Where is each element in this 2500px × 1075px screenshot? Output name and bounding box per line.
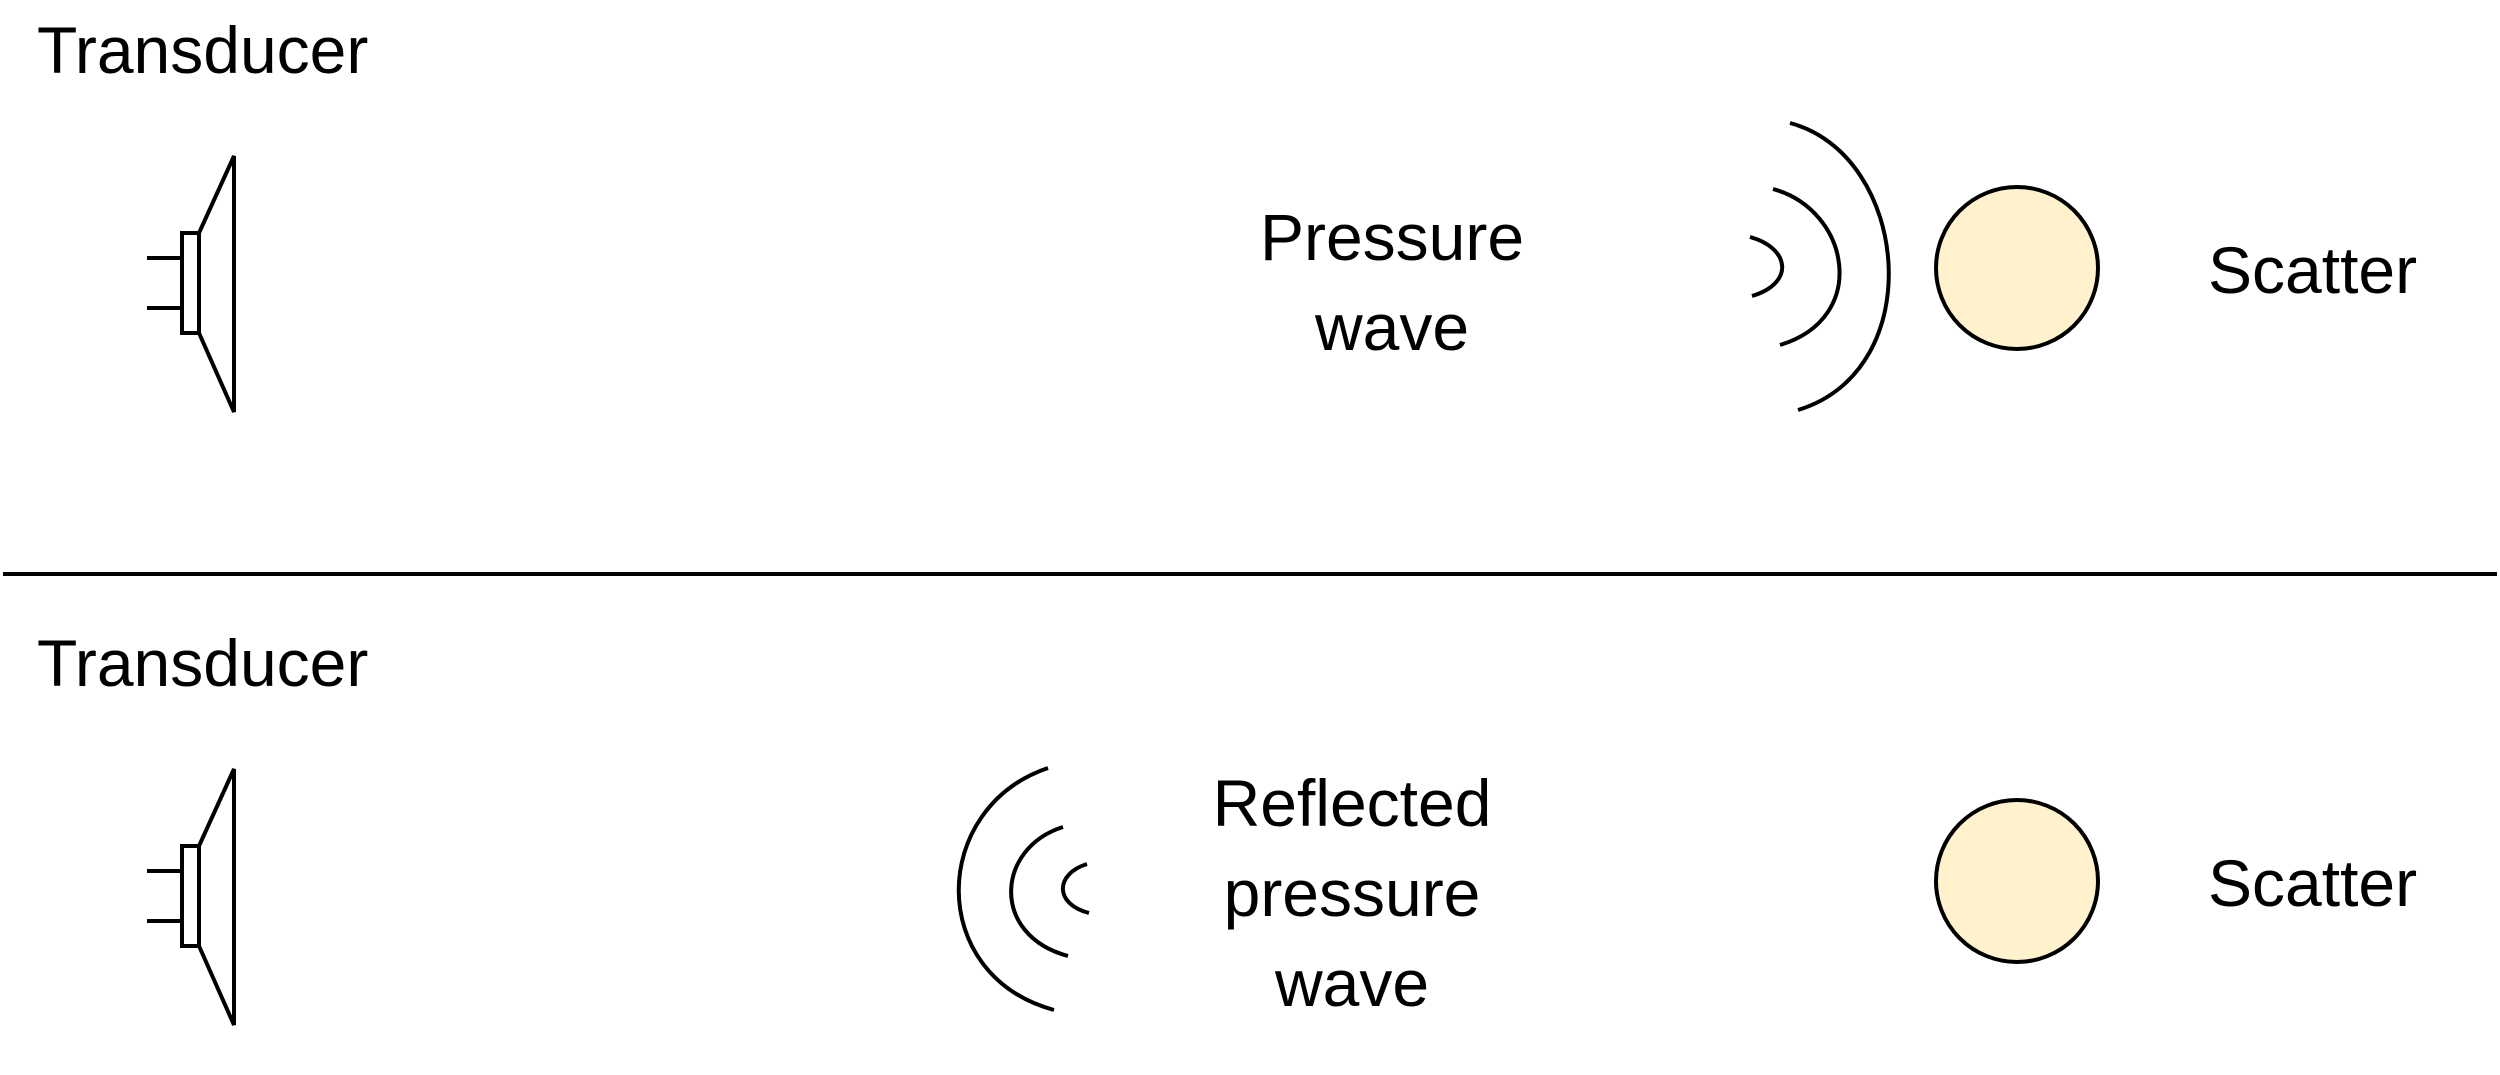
top-wave-label: Pressure wave bbox=[1192, 192, 1592, 372]
bottom-scatter-label: Scatter bbox=[2208, 846, 2418, 920]
top-wave-label-line-1: Pressure bbox=[1259, 200, 1525, 274]
bottom-wave-label-line-3: wave bbox=[1274, 946, 1430, 1020]
bottom-transducer-icon bbox=[147, 768, 236, 1026]
top-wave-label-line-2: wave bbox=[1314, 290, 1470, 364]
bottom-scatter-circle bbox=[1934, 798, 2100, 964]
bottom-transducer-label: Transducer bbox=[37, 626, 369, 700]
bottom-wave-arc-small bbox=[1060, 862, 1090, 915]
top-transducer-label: Transducer bbox=[37, 13, 369, 87]
bottom-wave-label: Reflected pressure wave bbox=[1152, 758, 1552, 1028]
bottom-wave-arc-large bbox=[956, 766, 1055, 1012]
top-wave-arc-small bbox=[1749, 235, 1785, 298]
bottom-wave-arc-medium bbox=[1009, 825, 1069, 958]
top-scatter-circle bbox=[1934, 185, 2100, 351]
top-transducer-icon bbox=[147, 155, 236, 413]
top-wave-arc-large bbox=[1789, 121, 1891, 412]
top-wave-arcs bbox=[1749, 121, 1891, 412]
top-scatter-label: Scatter bbox=[2208, 233, 2418, 307]
top-wave-arc-medium bbox=[1772, 187, 1842, 347]
bottom-wave-arcs bbox=[956, 766, 1090, 1012]
bottom-wave-label-line-2: pressure bbox=[1223, 856, 1481, 930]
bottom-wave-label-line-1: Reflected bbox=[1212, 766, 1492, 840]
